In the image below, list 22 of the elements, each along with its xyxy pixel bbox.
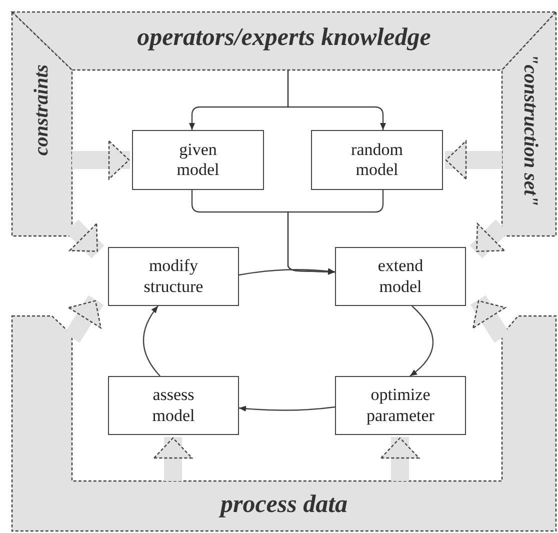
process-box	[108, 376, 239, 435]
arrow	[287, 70, 386, 130]
box-label: assess model	[151, 385, 196, 426]
band-label: "construction set"	[518, 54, 542, 206]
box-label: random model	[350, 140, 404, 180]
band-label: operators/experts knowledge	[137, 24, 431, 52]
arrow	[142, 306, 160, 376]
process-box	[108, 247, 239, 306]
band-label: process data	[220, 491, 348, 519]
arrow	[238, 406, 336, 412]
arrow	[410, 306, 434, 376]
process-box	[311, 130, 443, 190]
box-label: given model	[176, 140, 220, 180]
process-box	[132, 130, 264, 190]
band-label: constraints	[30, 64, 54, 156]
arrow	[238, 268, 336, 276]
arrow	[287, 190, 384, 275]
box-label: optimize parameter	[366, 385, 436, 426]
process-box	[335, 376, 466, 435]
box-label: modify structure	[142, 256, 204, 297]
box-label: extend model	[376, 256, 424, 297]
process-box	[335, 247, 466, 306]
